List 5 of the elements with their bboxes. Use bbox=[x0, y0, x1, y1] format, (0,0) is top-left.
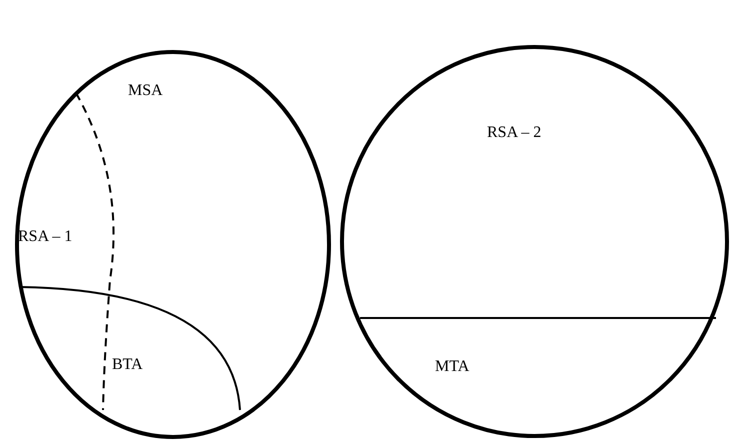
region-label: RSA – 2 bbox=[487, 125, 542, 141]
region-label: MSA bbox=[128, 83, 163, 99]
region-label: BTA bbox=[112, 357, 143, 373]
region-label: RSA – 1 bbox=[18, 229, 72, 245]
region-label: MTA bbox=[435, 359, 470, 375]
